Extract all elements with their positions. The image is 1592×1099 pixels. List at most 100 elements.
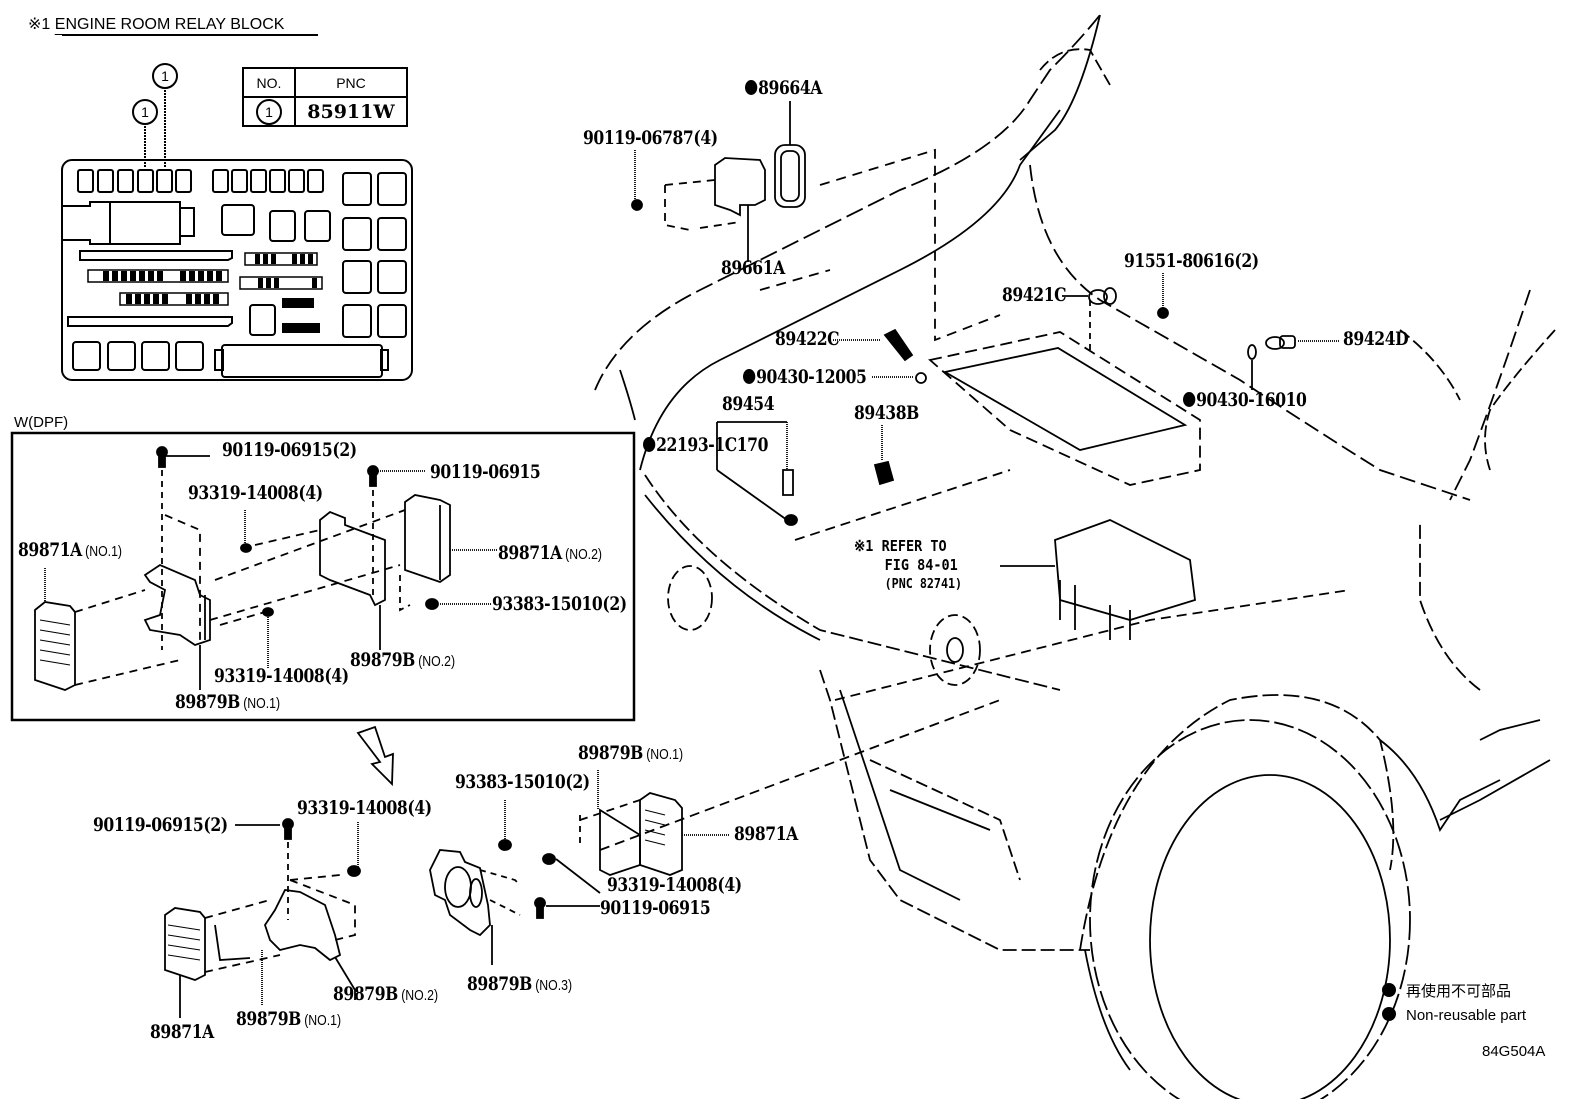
col-no-header: NO. xyxy=(242,67,296,98)
legend-item-en: Non-reusable part xyxy=(1382,1004,1526,1028)
label-ecu-89871a-left[interactable]: 89871A xyxy=(150,1021,214,1043)
refer-note-line-3: (PNC 82741) xyxy=(884,577,963,592)
wdpf-assembly-drawing xyxy=(34,446,498,691)
label-screw-93319-14008-lower[interactable]: 93319-14008(4) xyxy=(214,665,349,687)
connector-block xyxy=(63,201,195,245)
row-no-circle: 1 xyxy=(256,98,282,125)
nut-icon xyxy=(425,598,439,610)
part-number: 89879B xyxy=(467,973,532,995)
wdpf-frame xyxy=(10,431,636,722)
part-number: 89871A xyxy=(18,539,82,561)
label-bolt-90119-06915-2-lower[interactable]: 90119-06915(2) xyxy=(93,814,228,836)
label-washer-90430-12005[interactable]: 90430-12005 xyxy=(743,366,867,388)
callout-1-upper: 1 xyxy=(152,63,178,89)
relay-block-drawing xyxy=(61,34,413,381)
callout-1-lower: 1 xyxy=(132,99,158,125)
label-screw-93319-14008-top[interactable]: 93319-14008(4) xyxy=(297,797,432,819)
part-variant: (NO.2) xyxy=(401,987,439,1004)
wdpf-caption: W(DPF) xyxy=(14,414,69,431)
reference-mark: ※1 xyxy=(854,537,874,555)
label-screw-90119-06787[interactable]: 90119-06787(4) xyxy=(583,127,718,149)
non-reusable-dot-icon xyxy=(745,80,758,95)
label-ecu-89871a-right[interactable]: 89871A xyxy=(734,823,798,845)
part-variant: (NO.1) xyxy=(646,746,684,763)
part-number: 22193-1C170 xyxy=(656,434,769,456)
mini-fuse-rows xyxy=(67,250,323,333)
bolt-icon xyxy=(534,897,546,919)
sensor-89421c-icon xyxy=(1088,287,1117,305)
part-number: 90430-12005 xyxy=(756,366,867,388)
part-number: 89879B xyxy=(578,742,643,764)
lower-assembly-drawing xyxy=(164,770,730,1018)
bolt-icon xyxy=(156,446,168,468)
label-screw-93319-14008-right[interactable]: 93319-14008(4) xyxy=(607,874,742,896)
down-arrow-icon xyxy=(356,725,394,787)
label-bracket-89879b-no2-lower[interactable]: 89879B(NO.2) xyxy=(333,985,438,1004)
non-reusable-dot-icon xyxy=(643,437,656,452)
part-variant: (NO.1) xyxy=(85,543,123,560)
label-bracket-89879b-no1-lower[interactable]: 89879B(NO.1) xyxy=(236,1010,341,1029)
refer-note-line-1: ※1 REFER TO xyxy=(854,537,962,556)
label-washer-90430-16010[interactable]: 90430-16010 xyxy=(1183,391,1307,410)
section-title: ※1 ENGINE ROOM RELAY BLOCK xyxy=(28,14,284,34)
part-number: 89879B xyxy=(175,691,240,713)
part-number: 89879B xyxy=(333,983,398,1005)
refer-text: REFER TO xyxy=(881,537,947,555)
legend-text: Non-reusable part xyxy=(1406,1007,1527,1024)
label-gasket-89664a[interactable]: 89664A xyxy=(745,79,822,98)
label-bolt-91551-80616[interactable]: 91551-80616(2) xyxy=(1124,250,1259,272)
engine-bay-drawing xyxy=(594,14,1556,1099)
label-bracket-89879b-no1-top[interactable]: 89879B(NO.1) xyxy=(578,744,683,763)
label-ecu-89871a-no2[interactable]: 89871A(NO.2) xyxy=(498,544,602,563)
col-pnc-header: PNC xyxy=(294,67,408,98)
label-bracket-89879b-no1[interactable]: 89879B(NO.1) xyxy=(175,693,280,712)
bolt-icon xyxy=(367,465,379,487)
relay-squares xyxy=(72,172,407,378)
pnc-table-header: NO. PNC xyxy=(242,67,408,98)
label-bolt-90119-06915[interactable]: 90119-06915 xyxy=(430,461,541,483)
filled-dot-icon xyxy=(1382,1007,1396,1021)
row-pnc-cell[interactable]: 85911W xyxy=(294,96,408,127)
label-bracket-89879b-no2[interactable]: 89879B(NO.2) xyxy=(350,651,455,670)
pnc-table-row: 1 85911W xyxy=(242,96,408,127)
label-bracket-89879b-no3[interactable]: 89879B(NO.3) xyxy=(467,975,572,994)
part-variant: (NO.2) xyxy=(565,546,603,563)
non-reusable-dot-icon xyxy=(743,369,756,384)
legend-text: 再使用不可部品 xyxy=(1406,983,1512,1000)
label-gasket-22193-1c170[interactable]: 22193-1C170 xyxy=(643,436,768,455)
part-number: 89879B xyxy=(350,649,415,671)
legend-item-jp: 再使用不可部品 xyxy=(1382,980,1526,1004)
label-sensor-89422c[interactable]: 89422C xyxy=(775,328,840,350)
filled-dot-icon xyxy=(1382,983,1396,997)
legend: 再使用不可部品 Non-reusable part xyxy=(1382,980,1526,1028)
label-housing-89661a[interactable]: 89661A xyxy=(721,257,785,279)
label-sensor-89438b[interactable]: 89438B xyxy=(854,402,919,424)
label-bolt-90119-06915-2[interactable]: 90119-06915(2) xyxy=(222,439,357,461)
sensor-89424d-icon xyxy=(1265,335,1296,350)
refer-note[interactable]: ※1 REFER TO FIG 84-01 (PNC 82741) xyxy=(854,537,962,594)
label-screw-93319-14008[interactable]: 93319-14008(4) xyxy=(188,482,323,504)
row-no-cell: 1 xyxy=(242,96,296,127)
refer-note-line-2: FIG 84-01 xyxy=(884,556,958,574)
part-number: 89871A xyxy=(498,542,562,564)
label-sensor-89454[interactable]: 89454 xyxy=(722,393,775,415)
label-sensor-89421c[interactable]: 89421C xyxy=(1002,284,1067,306)
label-bolt-90119-06915-right[interactable]: 90119-06915 xyxy=(600,897,711,919)
label-nut-93383-15010[interactable]: 93383-15010(2) xyxy=(492,593,627,615)
relay-block-title: ENGINE ROOM RELAY BLOCK xyxy=(54,16,285,33)
part-number: 89879B xyxy=(236,1008,301,1030)
part-variant: (NO.3) xyxy=(535,977,573,994)
reference-mark: ※1 xyxy=(28,16,51,33)
pnc-table: NO. PNC 1 85911W xyxy=(242,67,408,127)
fuse-row-top xyxy=(77,169,324,193)
part-number: 89664A xyxy=(758,77,822,99)
label-nut-93383-15010-lower[interactable]: 93383-15010(2) xyxy=(455,771,590,793)
label-ecu-89871a-no1[interactable]: 89871A(NO.1) xyxy=(18,541,122,560)
figure-code: 84G504A xyxy=(1482,1043,1546,1060)
sensor-89422c-icon xyxy=(883,328,914,362)
label-sensor-89424d[interactable]: 89424D xyxy=(1343,328,1409,350)
bolt-icon xyxy=(282,818,294,840)
part-variant: (NO.1) xyxy=(304,1012,342,1029)
part-variant: (NO.2) xyxy=(418,653,456,670)
